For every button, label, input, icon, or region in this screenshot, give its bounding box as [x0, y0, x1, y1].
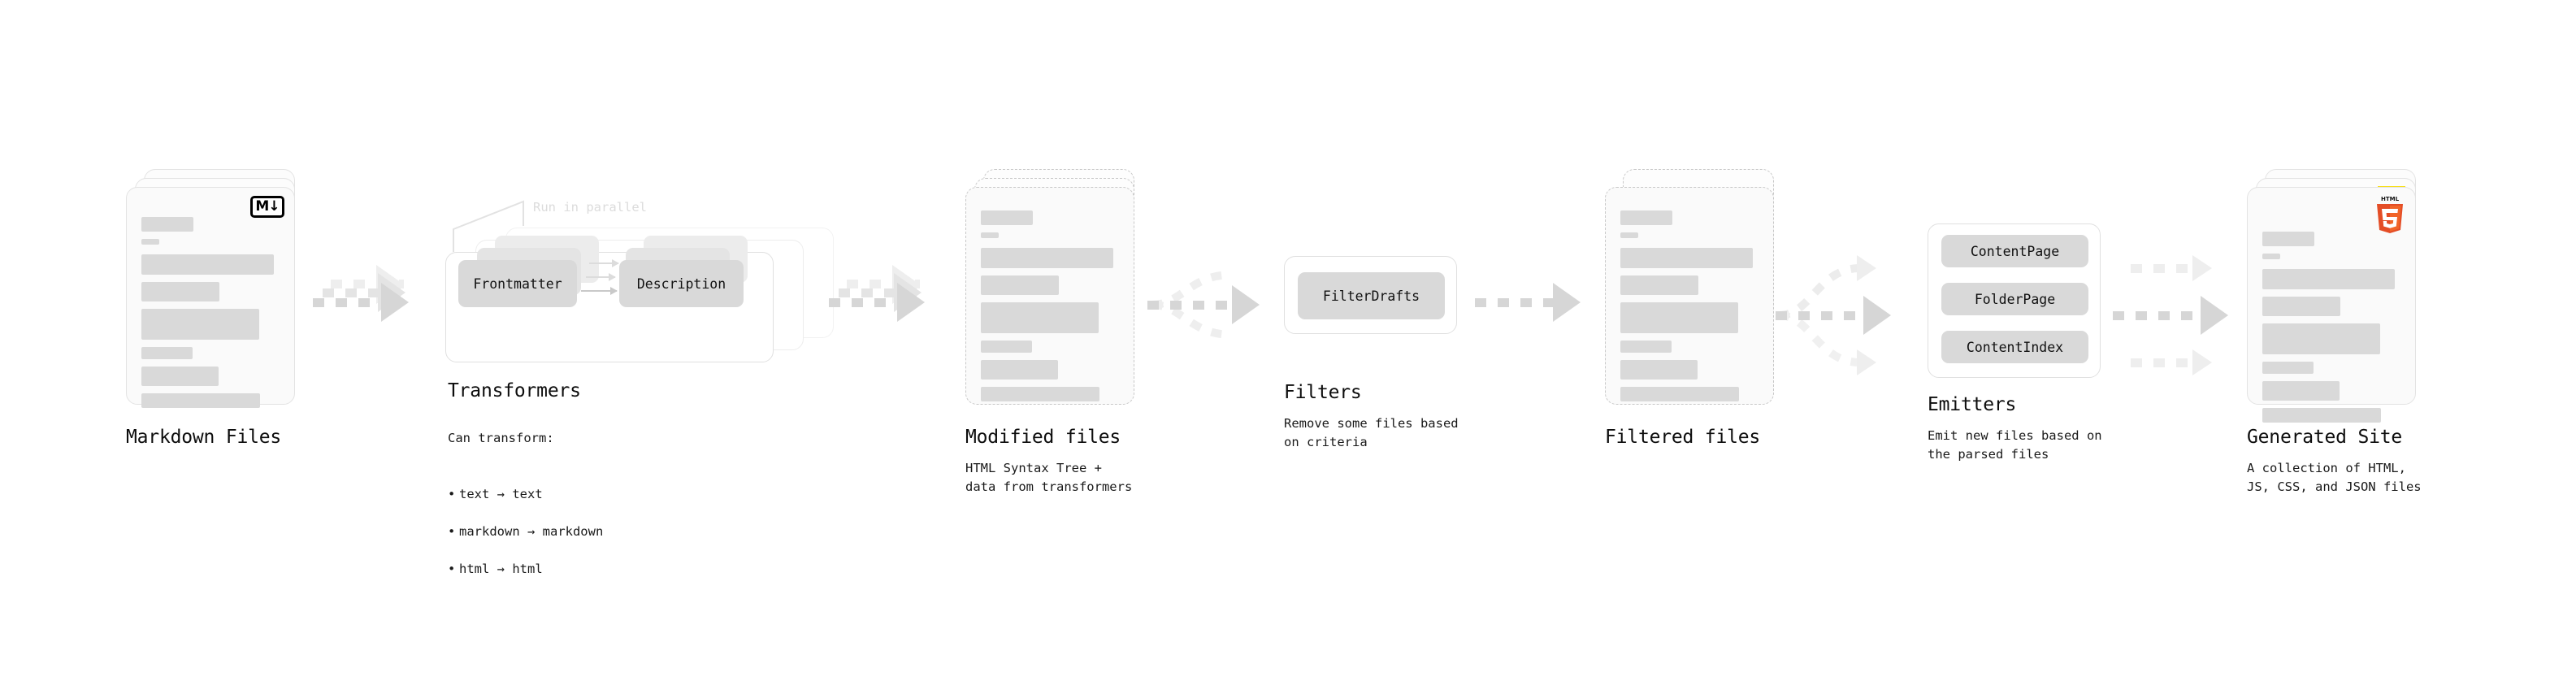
skeleton-bar — [2262, 408, 2381, 423]
connector-markdown-to-transformers — [313, 265, 418, 340]
transformer-link-arrow-front — [581, 287, 618, 295]
skeleton-bar — [1620, 210, 1672, 225]
skeleton-bar — [1620, 275, 1698, 295]
emitter-node-folderpage[interactable]: FolderPage — [1941, 283, 2088, 315]
transformers-capability-list: text → text markdown → markdown html → h… — [448, 466, 603, 597]
skeleton-bar — [981, 360, 1058, 380]
svg-text:HTML: HTML — [2381, 196, 2400, 202]
transformers-lead: Can transform: — [448, 430, 554, 445]
transformer-node-frontmatter[interactable]: Frontmatter — [458, 260, 577, 307]
generated-file-html: HTML — [2247, 187, 2416, 423]
connector-modified-to-filters — [1147, 260, 1277, 349]
run-in-parallel-label: Run in parallel — [533, 200, 647, 215]
skeleton-bar — [981, 275, 1059, 295]
transformer-link-arrow-back — [589, 259, 619, 267]
caption-emitters: Emitters — [1928, 394, 2017, 415]
run-in-parallel-bracket — [453, 200, 524, 252]
skeleton-bar — [141, 254, 274, 275]
description-emitters: Emit new files based on the parsed files — [1928, 428, 2102, 462]
connector-transformers-to-modified — [829, 265, 935, 340]
markdown-file-front: M↓ — [126, 187, 295, 408]
description-modified-files: HTML Syntax Tree + data from transformer… — [965, 461, 1133, 494]
caption-modified-files: Modified files — [965, 427, 1121, 448]
markdown-icon: M↓ — [250, 196, 284, 218]
filtered-file-front — [1605, 187, 1774, 405]
emitter-node-contentpage[interactable]: ContentPage — [1941, 235, 2088, 267]
skeleton-bar — [141, 239, 159, 245]
html5-icon: HTML — [2373, 194, 2407, 233]
skeleton-bar — [141, 282, 219, 301]
skeleton-bar — [2262, 362, 2314, 374]
skeleton-content — [2262, 232, 2402, 430]
description-generated-site: A collection of HTML, JS, CSS, and JSON … — [2247, 461, 2422, 494]
skeleton-bar — [141, 367, 219, 386]
skeleton-bar — [141, 309, 259, 340]
transformer-group: Frontmatter Description Frontmatter Desc… — [445, 236, 774, 362]
skeleton-bar — [1620, 248, 1753, 268]
caption-filters: Filters — [1284, 382, 1362, 403]
list-item: text → text — [448, 485, 603, 504]
skeleton-bar — [1620, 340, 1672, 353]
caption-markdown-files: Markdown Files — [126, 427, 282, 448]
transformer-link-arrow-mid — [586, 273, 616, 281]
connector-filtered-to-emitters — [1776, 244, 1922, 390]
skeleton-bar — [981, 232, 999, 238]
skeleton-bar — [2262, 297, 2340, 316]
skeleton-content — [141, 217, 281, 415]
caption-transformers: Transformers — [448, 380, 581, 401]
skeleton-bar — [981, 248, 1113, 268]
modified-file-front — [965, 187, 1134, 405]
skeleton-bar — [2262, 254, 2280, 259]
connector-emitters-to-site — [2113, 244, 2259, 390]
skeleton-bar — [2262, 232, 2314, 246]
emitter-node-contentindex[interactable]: ContentIndex — [1941, 331, 2088, 363]
description-transformers: Can transform: text → text markdown → ma… — [448, 410, 603, 615]
skeleton-bar — [1620, 360, 1698, 380]
skeleton-bar — [981, 387, 1099, 401]
caption-filtered-files: Filtered files — [1605, 427, 1761, 448]
filter-node-filterdrafts[interactable]: FilterDrafts — [1298, 272, 1445, 319]
skeleton-bar — [981, 302, 1099, 333]
skeleton-content — [1620, 210, 1760, 409]
skeleton-bar — [1620, 387, 1739, 401]
skeleton-bar — [2262, 323, 2380, 354]
skeleton-bar — [2262, 381, 2340, 401]
skeleton-bar — [981, 210, 1033, 225]
skeleton-bar — [141, 393, 260, 408]
list-item: markdown → markdown — [448, 523, 603, 541]
skeleton-content — [981, 210, 1121, 409]
list-item: html → html — [448, 560, 603, 579]
emitters-group: ContentPage FolderPage ContentIndex — [1928, 223, 2101, 378]
skeleton-bar — [1620, 302, 1738, 333]
transformer-node-description[interactable]: Description — [619, 260, 744, 307]
skeleton-bar — [1620, 232, 1638, 238]
caption-generated-site: Generated Site — [2247, 427, 2403, 448]
skeleton-bar — [141, 217, 193, 232]
skeleton-bar — [141, 347, 193, 359]
skeleton-bar — [2262, 269, 2395, 289]
description-filters: Remove some files based on criteria — [1284, 416, 1459, 449]
filters-group: FilterDrafts — [1284, 256, 1457, 334]
connector-filters-to-filtered — [1475, 283, 1581, 322]
skeleton-bar — [981, 340, 1032, 353]
